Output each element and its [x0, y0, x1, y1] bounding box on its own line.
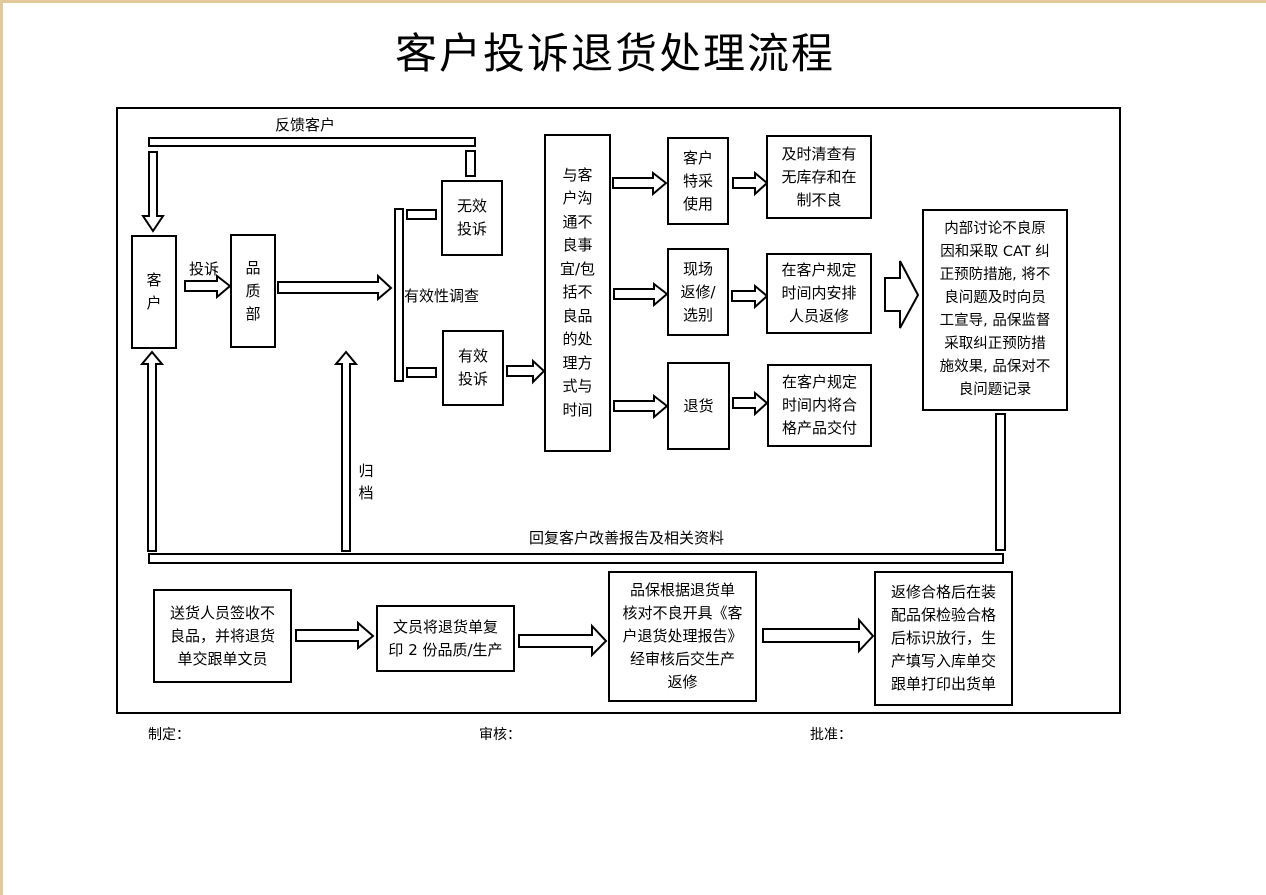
node-check-inventory: 及时清查有 无库存和在 制不良	[766, 135, 872, 219]
signature-prepared: 制定：	[148, 727, 190, 743]
complaint-label: 投诉	[189, 260, 220, 278]
diagram-frame	[116, 107, 1121, 714]
node-onsite-rework: 现场 返修/ 选别	[667, 248, 729, 336]
arrow-valid-to-communicate	[506, 358, 546, 385]
node-invalid-complaint: 无效 投诉	[441, 180, 503, 256]
signature-reviewed: 审核：	[479, 727, 521, 743]
page-title: 客户投诉退货处理流程	[394, 29, 835, 78]
page-edge-top	[0, 0, 1266, 3]
node-return-goods: 退货	[667, 362, 730, 450]
arrow-to-check-inventory	[732, 170, 769, 197]
arrow-to-return-goods	[613, 393, 669, 420]
reply-connector-bar	[148, 553, 1004, 564]
arrow-bottom-2-to-3	[518, 623, 608, 658]
bottom-step-4: 返修合格后在装 配品保检验合格 后标识放行，生 产填写入库单交 跟单打印出货单	[874, 571, 1013, 706]
node-deliver-qualified: 在客户规定 时间内将合 格产品交付	[767, 364, 872, 447]
arrow-to-special-use	[612, 170, 668, 197]
reply-connector-vertical	[995, 413, 1006, 551]
signature-approved: 批准：	[810, 727, 852, 743]
archive-label: 归 档	[358, 462, 374, 502]
feedback-customer-label: 反馈客户	[275, 116, 336, 134]
arrow-to-internal-discussion	[884, 260, 920, 329]
arrow-to-deliver-qualified	[732, 390, 769, 417]
node-customer: 客 户	[131, 235, 177, 349]
node-customer-special-use: 客户 特采 使用	[667, 137, 729, 225]
arrow-bottom-3-to-4	[762, 617, 875, 654]
validity-investigation-label: 有效性调查	[404, 287, 480, 305]
arrow-up-to-customer	[139, 350, 165, 552]
bottom-step-3: 品保根据退货单 核对不良开具《客 户退货处理报告》 经审核后交生产 返修	[608, 571, 757, 702]
arrow-quality-to-investigation	[277, 273, 393, 302]
arrow-down-to-customer	[141, 151, 165, 233]
arrow-to-arrange-rework	[731, 283, 769, 310]
bottom-step-1: 送货人员签收不 良品，并将退货 单交跟单文员	[153, 589, 292, 683]
node-arrange-rework: 在客户规定 时间内安排 人员返修	[766, 253, 872, 334]
node-internal-discussion: 内部讨论不良原 因和采取 CAT 纠 正预防措施, 将不 良问题及时向员 工宣导…	[922, 209, 1068, 411]
node-communicate-with-customer: 与客 户沟 通不 良事 宜/包 括不 良品 的处 理方 式与 时间	[544, 134, 611, 452]
feedback-connector-stub	[465, 150, 476, 177]
arrow-to-onsite-rework	[613, 281, 669, 308]
node-quality-department: 品 质 部	[230, 234, 276, 348]
arrow-up-archive	[333, 350, 359, 552]
node-valid-complaint: 有效 投诉	[442, 330, 504, 406]
validity-investigation-bar	[394, 208, 404, 382]
connector-invalid	[406, 209, 437, 220]
arrow-customer-to-quality	[184, 273, 232, 300]
feedback-connector-bar	[148, 137, 476, 147]
page-edge-left	[0, 0, 3, 895]
connector-valid	[406, 367, 437, 378]
bottom-step-2: 文员将退货单复 印 2 份品质/生产	[376, 605, 515, 672]
arrow-bottom-1-to-2	[295, 620, 375, 651]
reply-report-label: 回复客户改善报告及相关资料	[529, 529, 725, 547]
